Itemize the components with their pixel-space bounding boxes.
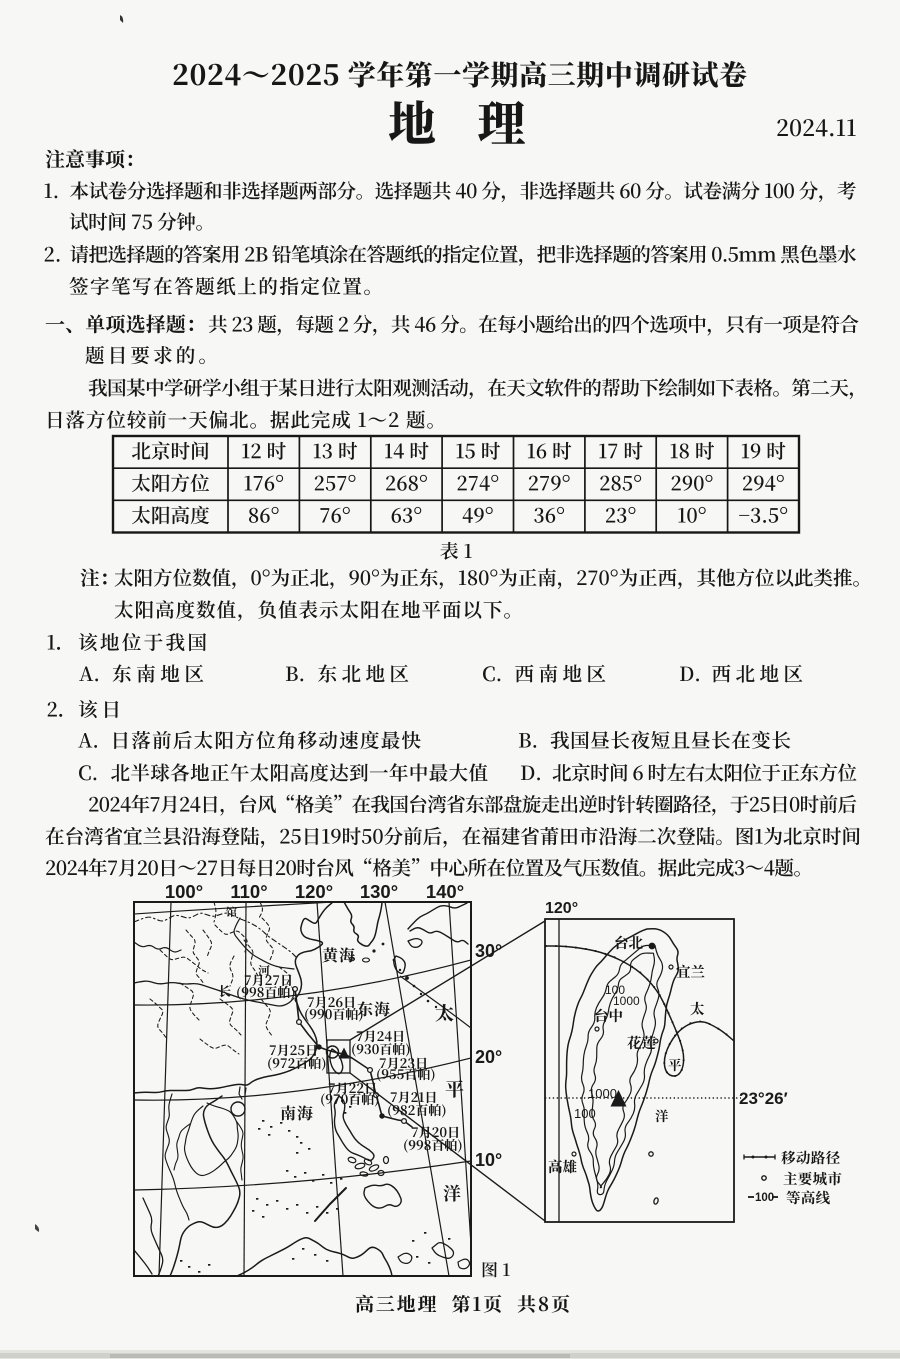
svg-text:110°: 110°: [230, 881, 267, 902]
svg-text:1000: 1000: [613, 994, 640, 1008]
svg-text:120°: 120°: [295, 881, 333, 902]
svg-text:23°26′: 23°26′: [739, 1089, 788, 1108]
svg-text:100: 100: [755, 1192, 774, 1204]
svg-text:10°: 10°: [475, 1150, 502, 1170]
svg-text:100°: 100°: [165, 881, 203, 902]
svg-text:1000: 1000: [588, 1086, 617, 1101]
svg-text:130°: 130°: [360, 881, 398, 902]
svg-text:140°: 140°: [426, 881, 464, 902]
svg-text:120°: 120°: [545, 900, 578, 917]
svg-text:20°: 20°: [475, 1047, 502, 1067]
svg-text:100: 100: [605, 983, 625, 997]
svg-text:100: 100: [574, 1106, 596, 1121]
svg-text:30°: 30°: [475, 941, 502, 961]
